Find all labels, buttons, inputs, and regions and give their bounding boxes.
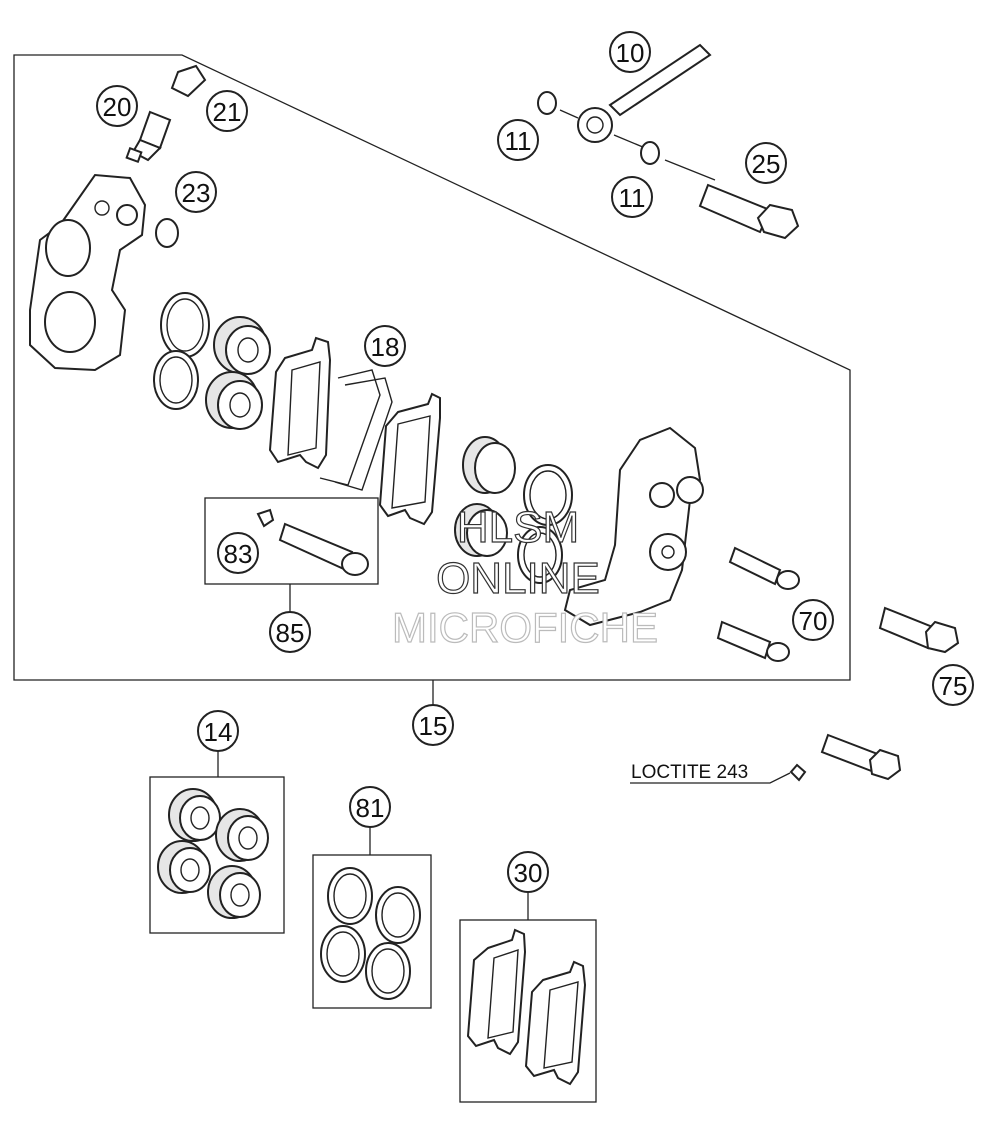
caliper-half-left <box>29 173 147 372</box>
callout-25: 25 <box>745 142 787 184</box>
callout-15-label: 15 <box>419 711 448 741</box>
seal-lower <box>153 350 199 410</box>
callout-11-top: 11 <box>497 119 539 161</box>
callout-11-bottom-label: 11 <box>619 183 646 213</box>
watermark-line-3: MICROFICHE <box>392 604 658 651</box>
callout-21: 21 <box>206 90 248 132</box>
bleeder-screw <box>125 110 172 164</box>
washer-bottom <box>640 141 660 165</box>
callout-20: 20 <box>96 85 138 127</box>
assembly-outline <box>13 54 851 681</box>
piston-lower-left <box>205 371 263 430</box>
callout-10-label: 10 <box>616 38 645 68</box>
bleeder-cap <box>170 64 207 98</box>
callout-11-top-label: 11 <box>505 126 532 156</box>
callout-18-label: 18 <box>371 332 400 362</box>
piston-kit-box <box>149 776 285 934</box>
callout-23: 23 <box>175 171 217 213</box>
callout-30-label: 30 <box>514 858 543 888</box>
o-ring-23 <box>155 218 179 248</box>
piston-upper-left <box>213 316 271 375</box>
caliper-half-right <box>563 426 704 627</box>
callout-20-label: 20 <box>103 92 132 122</box>
callout-11-bottom: 11 <box>611 176 653 218</box>
seal-kit-box <box>312 854 432 1009</box>
caliper-bolt-upper <box>728 546 800 590</box>
callout-18: 18 <box>364 325 406 367</box>
callout-75: 75 <box>932 664 974 706</box>
callout-15: 15 <box>412 704 454 746</box>
circlip <box>256 508 275 528</box>
piston-upper-right <box>462 436 516 494</box>
callout-85: 85 <box>269 611 311 653</box>
seal-right-lower <box>517 526 563 584</box>
loctite-bolt <box>789 733 902 782</box>
callout-14-label: 14 <box>204 717 233 747</box>
pin-kit-box <box>204 497 379 585</box>
pad-kit-pad-1 <box>466 928 527 1056</box>
callout-85-label: 85 <box>276 618 305 648</box>
pad-kit-pad-2 <box>524 960 587 1086</box>
loctite-leader <box>630 772 791 784</box>
watermark-line-1: HLSM <box>457 503 579 552</box>
callout-81: 81 <box>349 786 391 828</box>
banjo-bolt <box>698 183 800 240</box>
callout-14: 14 <box>197 710 239 752</box>
pad-spring <box>319 369 393 491</box>
piston-kit-parts <box>157 788 269 919</box>
callout-83-label: 83 <box>224 539 253 569</box>
callout-70: 70 <box>792 599 834 641</box>
washer-top <box>537 91 557 115</box>
guide-pin <box>278 522 369 576</box>
seal-kit-parts <box>320 867 421 1000</box>
callout-83: 83 <box>217 532 259 574</box>
callout-21-label: 21 <box>213 97 242 127</box>
callout-30: 30 <box>507 851 549 893</box>
mounting-bolt <box>878 606 960 654</box>
piston-lower-right <box>454 503 508 557</box>
callout-81-label: 81 <box>356 793 385 823</box>
seal-upper <box>160 292 210 358</box>
callout-23-label: 23 <box>182 178 211 208</box>
seal-right-upper <box>523 464 573 526</box>
callout-70-label: 70 <box>799 606 828 636</box>
loctite-label: LOCTITE 243 <box>631 762 748 783</box>
callout-25-label: 25 <box>752 149 781 179</box>
watermark-line-2: ONLINE <box>436 554 600 603</box>
caliper-bolt-lower <box>716 620 790 662</box>
callout-10: 10 <box>609 31 651 73</box>
callout-75-label: 75 <box>939 671 968 701</box>
brake-pad-left <box>268 336 332 470</box>
